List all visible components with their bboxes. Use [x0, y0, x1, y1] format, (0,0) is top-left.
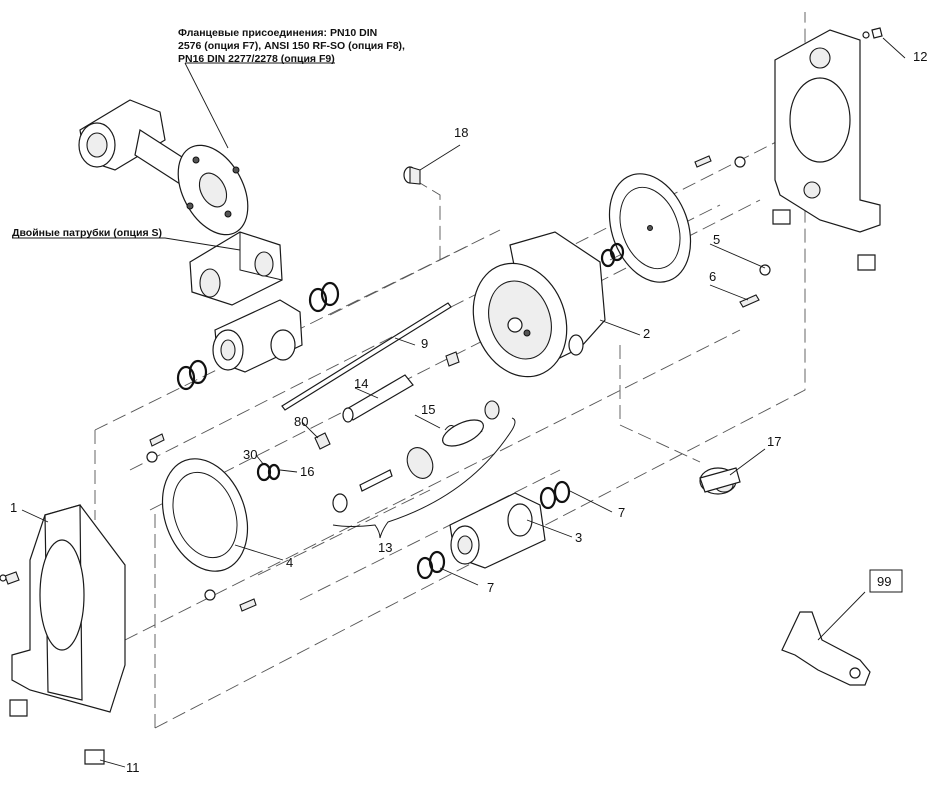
flange-note-line-1: Фланцевые присоединения: PN10 DIN [178, 27, 377, 39]
callout-1: 1 [10, 500, 17, 515]
callout-14: 14 [354, 376, 368, 391]
flange-connection-part [78, 99, 249, 236]
callout-16: 16 [300, 464, 314, 479]
o-ring-part-16 [267, 463, 281, 481]
left-bracket-part-1 [0, 504, 126, 765]
callout-99: 99 [877, 574, 891, 589]
bracket-13 [332, 417, 516, 539]
pump-housing-part [472, 231, 606, 378]
callout-99-box: 99 [869, 569, 903, 593]
flange-note-line-3: PN16 DIN 2277/2278 (опция F9) [178, 53, 335, 65]
callout-7-lower: 7 [487, 580, 494, 595]
flange-note-line-2: 2576 (опция F7), ANSI 150 RF-SO (опция F… [178, 40, 405, 52]
o-rings-right [600, 242, 625, 268]
callout-17: 17 [767, 434, 781, 449]
o-rings-left-top [176, 281, 340, 391]
tube-part-14 [342, 374, 414, 423]
double-ports-part [189, 231, 283, 306]
callout-6: 6 [709, 269, 716, 284]
bushing-part-80 [314, 351, 460, 450]
callout-80: 80 [294, 414, 308, 429]
callout-12: 12 [913, 49, 927, 64]
callout-4: 4 [286, 555, 293, 570]
plug-part-18 [403, 166, 421, 185]
callout-5: 5 [713, 232, 720, 247]
leader-lines [12, 37, 906, 768]
valve-body-part [332, 447, 434, 513]
diaphragm-plate-left-part-4 [146, 433, 257, 612]
callout-3: 3 [575, 530, 582, 545]
ball-part-5 [734, 156, 771, 276]
callout-15: 15 [421, 402, 435, 417]
right-bracket-part [772, 27, 883, 271]
callout-30: 30 [243, 447, 257, 462]
inlet-manifold-part [212, 299, 303, 373]
outlet-manifold-part-3 [449, 492, 546, 569]
double-ports-note: Двойные патрубки (опция S) [12, 227, 162, 239]
part-number-callouts: 1 2 3 4 5 6 7 7 9 11 12 13 14 15 16 17 1… [10, 49, 927, 775]
callout-7-upper: 7 [618, 505, 625, 520]
o-rings-part-7 [416, 480, 571, 580]
callout-11: 11 [126, 760, 140, 775]
fitting-part-17 [699, 467, 741, 495]
shaft-rod-part-9 [281, 302, 452, 411]
flange-connection-note: Фланцевые присоединения: PN10 DIN 2576 (… [178, 27, 405, 65]
assembly-guide-lines [94, 12, 806, 729]
diaphragm-plate-right [608, 173, 692, 283]
callout-13: 13 [378, 540, 392, 555]
callout-18: 18 [454, 125, 468, 140]
valve-spring-part-15 [442, 400, 500, 447]
callout-9: 9 [421, 336, 428, 351]
screw-part-6 [694, 155, 760, 308]
lever-part-99 [781, 611, 871, 686]
callout-2: 2 [643, 326, 650, 341]
